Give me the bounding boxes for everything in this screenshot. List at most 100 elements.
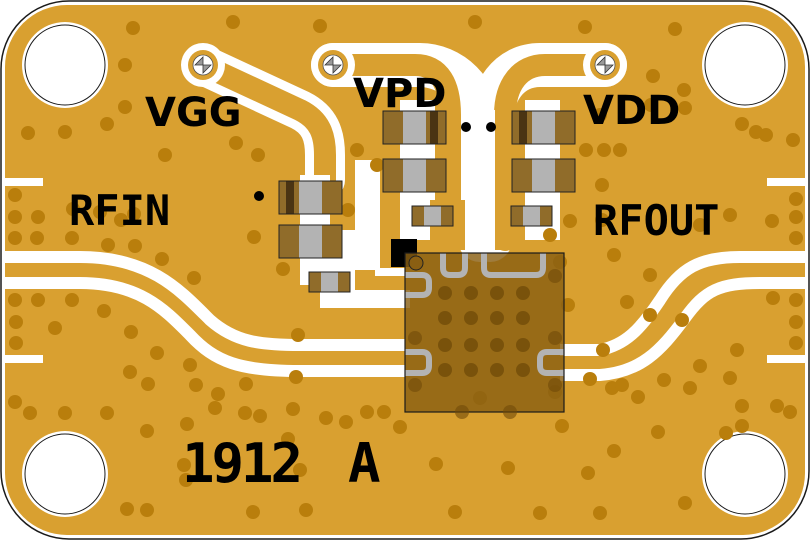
thermal-via <box>438 363 452 377</box>
via <box>595 213 609 227</box>
thermal-via <box>464 311 478 325</box>
vdd-test-point-icon <box>594 54 616 76</box>
via <box>693 359 707 373</box>
vdd-cap-2 <box>511 158 576 193</box>
via <box>651 425 665 439</box>
thermal-via <box>516 311 530 325</box>
ic-thermal-vias <box>408 269 562 419</box>
vpd-test-point-icon <box>322 54 344 76</box>
via <box>615 378 629 392</box>
ic-pin1-dot <box>408 255 424 271</box>
rfout-connector-clearance-bottom <box>767 355 805 363</box>
via <box>48 321 62 335</box>
via <box>783 405 797 419</box>
via <box>299 503 313 517</box>
via <box>128 239 142 253</box>
vgg-trace-gap-3 <box>320 290 410 308</box>
via <box>723 208 737 222</box>
via <box>66 202 80 216</box>
rfout-connector-clearance-top <box>767 178 805 186</box>
via <box>678 101 692 115</box>
thermal-via <box>408 331 422 345</box>
mounting-hole-top-right <box>702 22 788 108</box>
rfin-label: RFIN <box>69 186 170 235</box>
via <box>677 83 691 97</box>
vpd-label: VPD <box>353 71 446 117</box>
vpd-cap-3 <box>411 205 454 227</box>
via <box>730 343 744 357</box>
via <box>339 415 353 429</box>
via <box>21 126 35 140</box>
via <box>140 503 154 517</box>
mounting-hole-top-left <box>22 22 108 108</box>
via <box>93 205 107 219</box>
vdd-cap-1 <box>511 110 576 145</box>
via <box>114 213 128 227</box>
via <box>187 271 201 285</box>
via <box>124 325 138 339</box>
vdd-cap-3 <box>510 205 553 227</box>
via <box>126 21 140 35</box>
via <box>180 417 194 431</box>
via <box>735 419 749 433</box>
via <box>211 387 225 401</box>
via <box>58 406 72 420</box>
via <box>683 381 697 395</box>
via <box>533 506 547 520</box>
via <box>118 58 132 72</box>
via <box>8 188 22 202</box>
via <box>607 444 621 458</box>
via <box>675 313 689 327</box>
via <box>631 390 645 404</box>
marker-dot <box>461 122 471 132</box>
via <box>30 231 44 245</box>
via <box>140 424 154 438</box>
via <box>65 231 79 245</box>
thermal-via <box>464 363 478 377</box>
marker-dot <box>486 122 496 132</box>
via <box>789 315 803 329</box>
via <box>239 377 253 391</box>
via <box>370 158 384 172</box>
thermal-via <box>548 378 562 392</box>
via <box>141 377 155 391</box>
via <box>158 148 172 162</box>
vpd-cap-2 <box>382 158 447 193</box>
via <box>468 15 482 29</box>
via <box>97 304 111 318</box>
via <box>281 432 295 446</box>
via-field <box>8 15 803 520</box>
via <box>9 336 23 350</box>
via <box>293 463 307 477</box>
via <box>100 117 114 131</box>
via <box>177 458 191 472</box>
via <box>620 295 634 309</box>
center-gap <box>465 110 495 250</box>
via <box>789 231 803 245</box>
mounting-hole-bottom-left <box>22 431 108 517</box>
vgg-label: VGG <box>145 90 242 136</box>
via <box>657 373 671 387</box>
via <box>429 457 443 471</box>
via <box>123 365 137 379</box>
via <box>120 502 134 516</box>
via <box>789 293 803 307</box>
via <box>593 506 607 520</box>
via <box>678 496 692 510</box>
via <box>189 378 203 392</box>
via <box>735 399 749 413</box>
rfin-connector-clearance-bottom <box>5 355 43 363</box>
via <box>155 252 169 266</box>
via <box>179 473 193 487</box>
via <box>770 399 784 413</box>
thermal-via <box>455 405 469 419</box>
thermal-via <box>408 378 422 392</box>
via <box>291 328 305 342</box>
thermal-via <box>490 338 504 352</box>
via <box>226 15 240 29</box>
via <box>597 143 611 157</box>
thermal-via <box>548 269 562 283</box>
thermal-via <box>490 363 504 377</box>
via <box>789 192 803 206</box>
via <box>31 210 45 224</box>
